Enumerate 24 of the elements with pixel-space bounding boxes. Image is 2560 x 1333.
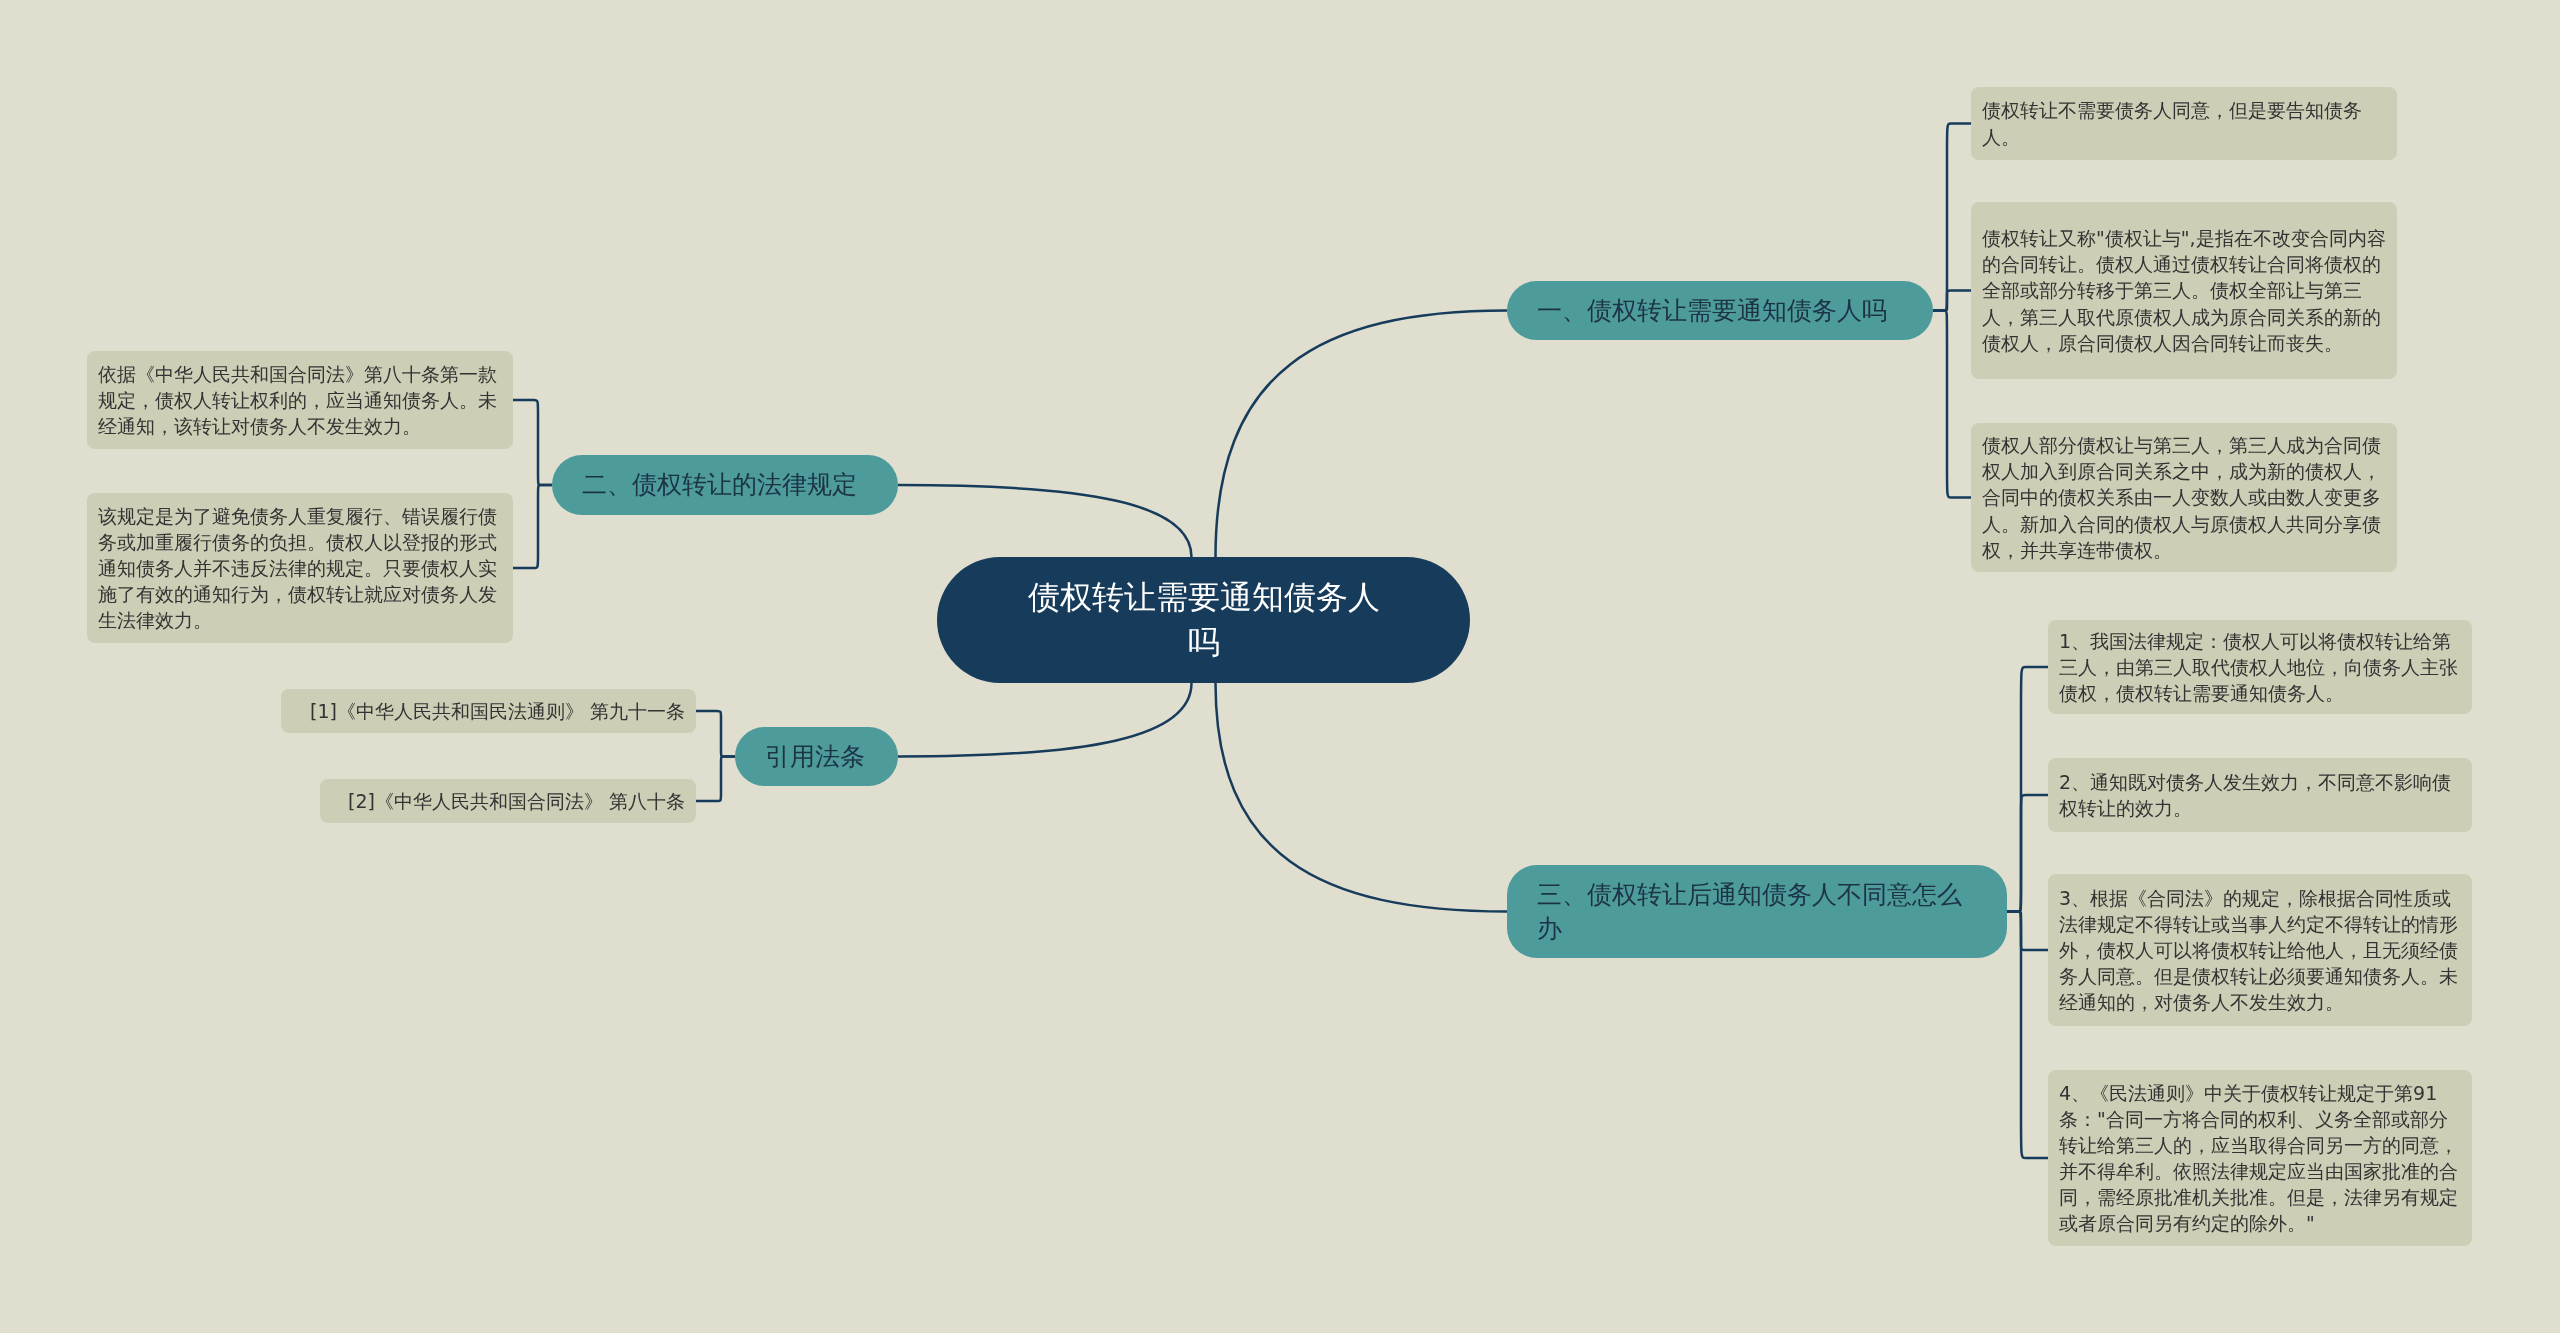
connector-line [1214, 682, 1508, 913]
central-topic: 债权转让需要通知债务人吗 [937, 557, 1470, 683]
note-card: 债权人部分债权让与第三人，第三人成为合同债权人加入到原合同关系之中，成为新的债权人，合同中的债权关系由一人变数人或由数人变更多人。新加入合同的债权人与原债权人共同分享债权，并共享连带债权。 [1971, 423, 2397, 572]
note-card: 1、我国法律规定：债权人可以将债权转让给第三人，由第三人取代债权人地位，向债务人主张债权，债权转让需要通知债务人。 [2048, 620, 2472, 714]
topic-pill: 一、债权转让需要通知债务人吗 [1507, 281, 1933, 340]
connector-line [1933, 309, 1971, 499]
note-card: 3、根据《合同法》的规定，除根据合同性质或法律规定不得转让或当事人约定不得转让的情形外，债权人可以将债权转让给他人，且无须经债务人同意。但是债权转让必须要通知债务人。未经通知的，对债务人不发生效力。 [2048, 874, 2472, 1026]
note-card: [1]《中华人民共和国民法通则》 第九十一条 [281, 689, 696, 733]
topic-pill: 二、债权转让的法律规定 [552, 455, 898, 515]
connector-line [898, 483, 1193, 558]
note-card: [2]《中华人民共和国合同法》 第八十条 [320, 779, 696, 823]
connector-line [513, 483, 552, 570]
connector-line [1214, 309, 1508, 558]
connector-line [2007, 910, 2048, 1160]
note-card: 4、《民法通则》中关于债权转让规定于第91条："合同一方将合同的权利、义务全部或部分转让给第三人的，应当取得合同另一方的同意，并不得牟利。依照法律规定应当由国家批准的合同，需经原批准机关批准。但是，法律另有规定或者原合同另有约定的除外。" [2048, 1070, 2472, 1246]
connector-line [898, 682, 1193, 758]
connector-line [696, 755, 735, 803]
note-card: 依据《中华人民共和国合同法》第八十条第一款规定，债权人转让权利的，应当通知债务人。未经通知，该转让对债务人不发生效力。 [87, 351, 513, 449]
note-card: 债权转让又称"债权让与",是指在不改变合同内容的合同转让。债权人通过债权转让合同将债权的全部或部分转移于第三人。债权全部让与第三人，第三人取代原债权人成为原合同关系的新的债权人，原合同债权人因合同转让而丧失。 [1971, 202, 2397, 379]
topic-pill: 三、债权转让后通知债务人不同意怎么办 [1507, 865, 2007, 958]
note-card: 债权转让不需要债务人同意，但是要告知债务人。 [1971, 87, 2397, 160]
note-card: 该规定是为了避免债务人重复履行、错误履行债务或加重履行债务的负担。债权人以登报的形式通知债务人并不违反法律的规定。只要债权人实施了有效的通知行为，债权转让就应对债务人发生法律效力。 [87, 493, 513, 643]
topic-pill: 引用法条 [735, 727, 898, 786]
note-card: 2、通知既对债务人发生效力，不同意不影响债权转让的效力。 [2048, 758, 2472, 832]
